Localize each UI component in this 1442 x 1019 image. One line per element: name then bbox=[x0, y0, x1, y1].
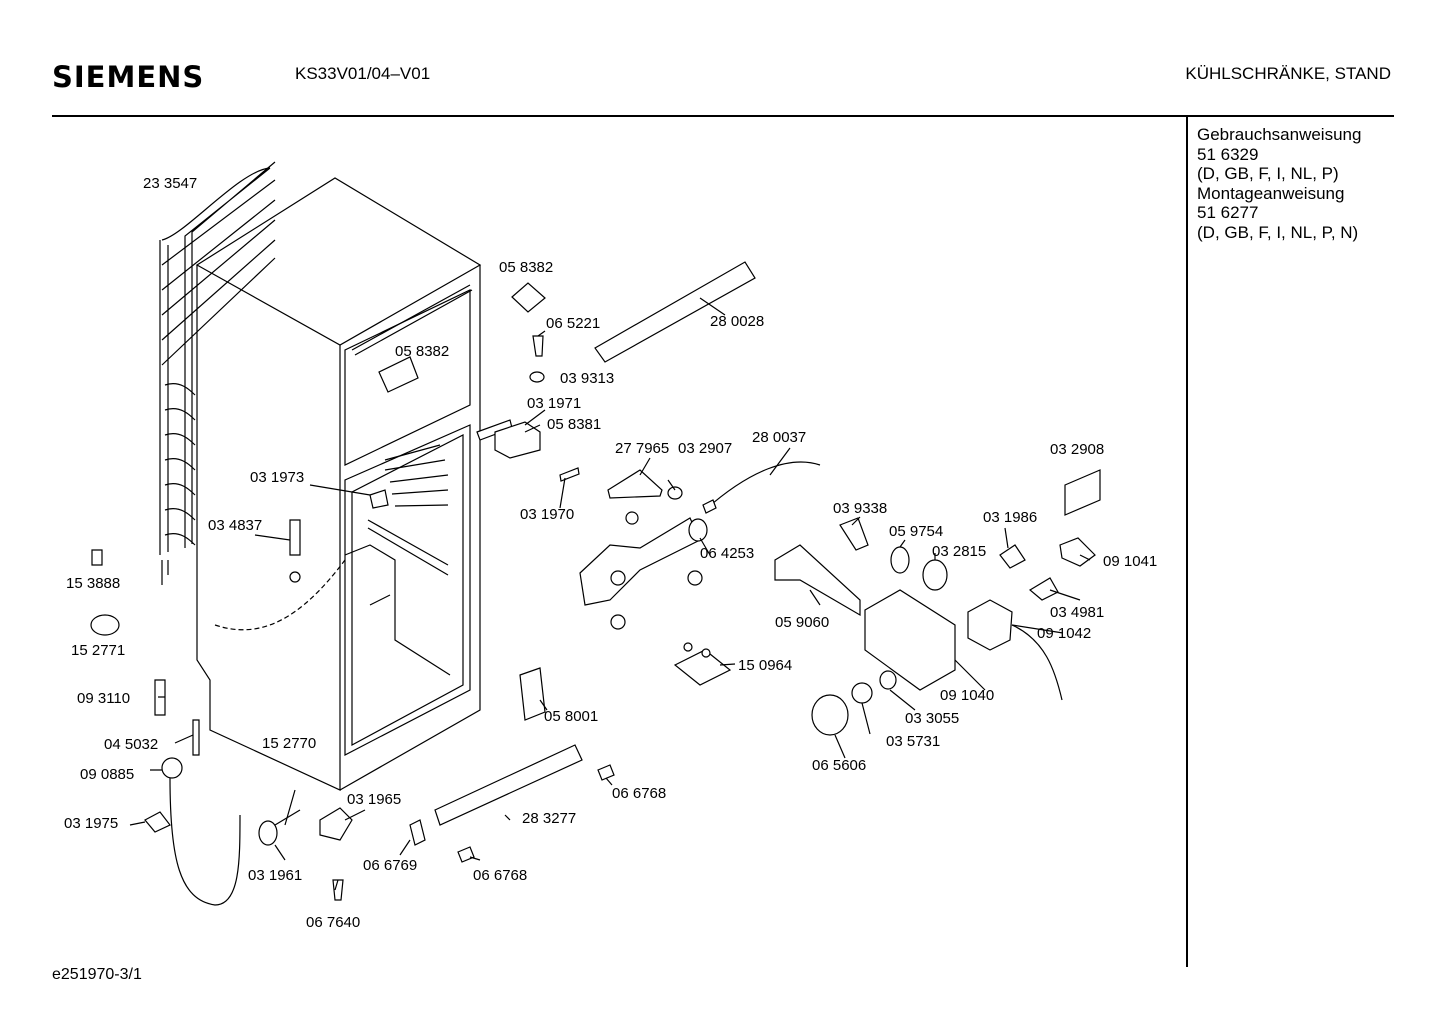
doc-line: 51 6329 bbox=[1197, 144, 1259, 164]
part-label: 03 1971 bbox=[527, 395, 581, 412]
part-label: 06 6768 bbox=[612, 785, 666, 802]
doc-line: (D, GB, F, I, NL, P) bbox=[1197, 164, 1339, 184]
part-label: 28 0037 bbox=[752, 429, 806, 446]
header-divider bbox=[52, 115, 1394, 117]
part-label: 03 1975 bbox=[64, 815, 118, 832]
part-label: 06 4253 bbox=[700, 545, 754, 562]
part-label: 05 8381 bbox=[547, 416, 601, 433]
part-label: 03 1961 bbox=[248, 867, 302, 884]
part-label: 15 2771 bbox=[71, 642, 125, 659]
part-label: 03 5731 bbox=[886, 733, 940, 750]
doc-line: (D, GB, F, I, NL, P, N) bbox=[1197, 222, 1359, 242]
part-label: 05 8382 bbox=[395, 343, 449, 360]
condenser-coil bbox=[159, 161, 276, 585]
part-label: 03 4837 bbox=[208, 517, 262, 534]
part-label: 03 1970 bbox=[520, 506, 574, 523]
part-label: 03 2908 bbox=[1050, 441, 1104, 458]
doc-line: Gebrauchsanweisung bbox=[1197, 125, 1362, 144]
small-parts bbox=[90, 261, 1101, 906]
part-label: 03 4981 bbox=[1050, 604, 1104, 621]
part-label: 09 3110 bbox=[77, 690, 130, 707]
part-label: 03 9338 bbox=[833, 500, 887, 517]
part-label: 28 0028 bbox=[710, 313, 764, 330]
part-label: 09 0885 bbox=[80, 766, 134, 783]
part-label: 06 6768 bbox=[473, 867, 527, 884]
part-label: 28 3277 bbox=[522, 810, 576, 827]
part-label: 09 1040 bbox=[940, 687, 994, 704]
part-label: 04 5032 bbox=[104, 736, 158, 753]
part-label: 03 2907 bbox=[678, 440, 732, 457]
brand-logo: SIEMENS bbox=[52, 60, 205, 94]
doc-line: 51 6277 bbox=[1197, 203, 1259, 223]
drawing-id: e251970-3/1 bbox=[52, 966, 142, 983]
sidebar-divider bbox=[1186, 117, 1188, 967]
part-label: 27 7965 bbox=[615, 440, 669, 457]
part-label: 05 9060 bbox=[775, 614, 829, 631]
cabinet bbox=[195, 177, 482, 791]
product-category: KÜHLSCHRÄNKE, STAND bbox=[1185, 64, 1391, 83]
part-label: 03 3055 bbox=[905, 710, 959, 727]
part-label: 06 6769 bbox=[363, 857, 417, 874]
model-number: KS33V01/04–V01 bbox=[295, 64, 431, 83]
part-labels: 23 3547 05 8382 28 0028 06 5221 05 8382 … bbox=[64, 175, 1157, 931]
part-label: 03 9313 bbox=[560, 370, 614, 387]
part-label: 15 0964 bbox=[738, 657, 792, 674]
documentation-list: Gebrauchsanweisung 51 6329 (D, GB, F, I,… bbox=[1197, 125, 1361, 243]
part-label: 06 5606 bbox=[812, 757, 866, 774]
part-label: 05 8382 bbox=[499, 259, 553, 276]
part-label: 06 5221 bbox=[546, 315, 600, 332]
part-label: 06 7640 bbox=[306, 914, 360, 931]
part-label: 05 8001 bbox=[544, 708, 598, 725]
part-label: 03 2815 bbox=[932, 543, 986, 560]
doc-line: Montageanweisung bbox=[1197, 183, 1345, 203]
part-label: 15 2770 bbox=[262, 735, 316, 752]
part-label: 23 3547 bbox=[143, 175, 197, 192]
part-label: 05 9754 bbox=[889, 523, 943, 540]
part-label: 09 1042 bbox=[1037, 625, 1091, 642]
part-label: 03 1973 bbox=[250, 469, 304, 486]
leader-lines bbox=[129, 297, 1091, 891]
part-label: 09 1041 bbox=[1103, 553, 1157, 570]
part-label: 03 1965 bbox=[347, 791, 401, 808]
part-label: 15 3888 bbox=[66, 575, 120, 592]
part-label: 03 1986 bbox=[983, 509, 1037, 526]
